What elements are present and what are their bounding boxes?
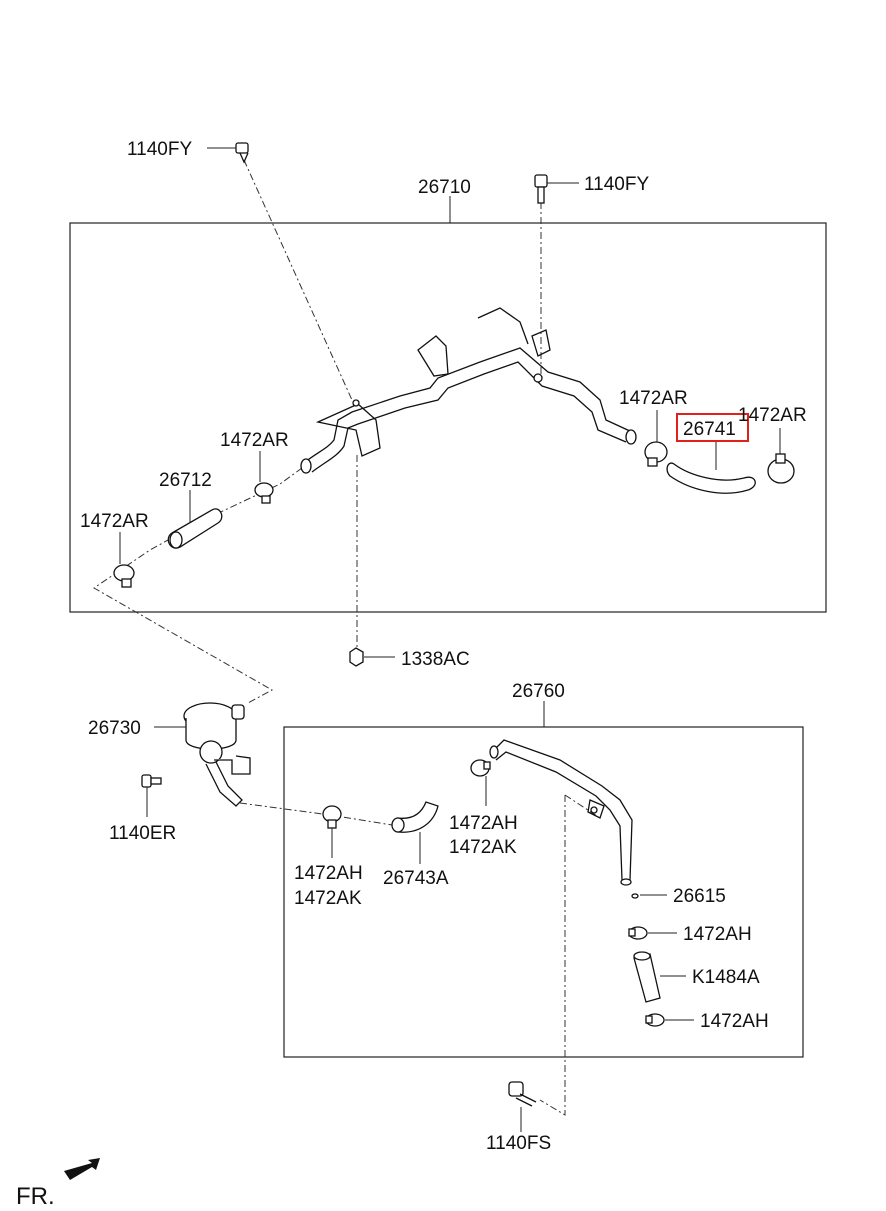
label-front-marker: FR. bbox=[16, 1183, 55, 1210]
coolant-pipe-upper bbox=[300, 307, 637, 474]
nut-icon bbox=[349, 647, 395, 667]
clamp-icon bbox=[113, 532, 135, 588]
lower-pipe-dashline bbox=[539, 794, 601, 1116]
label-oring: 26615 bbox=[673, 886, 726, 907]
label-hose-26712: 26712 bbox=[159, 470, 212, 491]
hose-26741 bbox=[666, 440, 756, 494]
hose-left-dashline bbox=[93, 467, 303, 704]
label-bolt-top-right: 1140FY bbox=[584, 174, 649, 195]
label-clamp-a: 1472AR bbox=[220, 430, 289, 451]
hose-26712 bbox=[167, 490, 223, 549]
valve-26730 bbox=[154, 702, 251, 807]
clamp-icon bbox=[767, 428, 795, 484]
oring-icon bbox=[631, 893, 667, 899]
bolt-icon bbox=[508, 1081, 537, 1132]
label-hose-26743a: 26743A bbox=[383, 868, 449, 889]
label-clamp-low-1: 1472AH bbox=[294, 863, 363, 884]
bolt-icon bbox=[207, 142, 249, 164]
label-clamp-low-2: 1472AK bbox=[294, 888, 362, 909]
label-clamp-e: 1472AH bbox=[683, 924, 752, 945]
label-hose-k1484a: K1484A bbox=[692, 967, 760, 988]
front-arrow-icon bbox=[64, 1158, 100, 1180]
label-clamp-f: 1472AH bbox=[700, 1011, 769, 1032]
label-hose-highlighted: 26741 bbox=[683, 419, 736, 440]
upper-assembly-frame bbox=[69, 222, 827, 613]
bolt-left-dashline bbox=[243, 159, 353, 401]
bolt-icon bbox=[534, 174, 579, 204]
clamp-icon bbox=[644, 410, 668, 467]
label-clamp-b: 1472AR bbox=[80, 511, 149, 532]
clamp-icon bbox=[628, 926, 677, 940]
label-clamp-mid-1: 1472AH bbox=[449, 813, 518, 834]
label-valve: 26730 bbox=[88, 718, 141, 739]
bolt-icon bbox=[141, 774, 162, 817]
clamp-icon bbox=[470, 759, 491, 806]
label-bolt-valve: 1140ER bbox=[109, 823, 176, 844]
hose-k1484a bbox=[633, 951, 686, 1003]
clamp-icon bbox=[322, 805, 342, 858]
label-assembly-lower: 26760 bbox=[512, 681, 565, 702]
hose-26743a bbox=[391, 801, 439, 864]
label-nut: 1338AC bbox=[401, 649, 470, 670]
clamp-icon bbox=[254, 451, 274, 504]
label-clamp-mid-2: 1472AK bbox=[449, 837, 517, 858]
label-clamp-d: 1472AR bbox=[738, 405, 807, 426]
valve-outlet-dashline bbox=[239, 802, 393, 826]
coolant-pipe-lower bbox=[489, 739, 633, 886]
clamp-icon bbox=[645, 1013, 694, 1027]
label-clamp-c: 1472AR bbox=[619, 388, 688, 409]
label-bolt-bottom: 1140FS bbox=[486, 1133, 551, 1154]
label-bolt-top-left: 1140FY bbox=[127, 139, 192, 160]
highlight-box bbox=[676, 413, 749, 442]
label-assembly-upper: 26710 bbox=[418, 177, 471, 198]
